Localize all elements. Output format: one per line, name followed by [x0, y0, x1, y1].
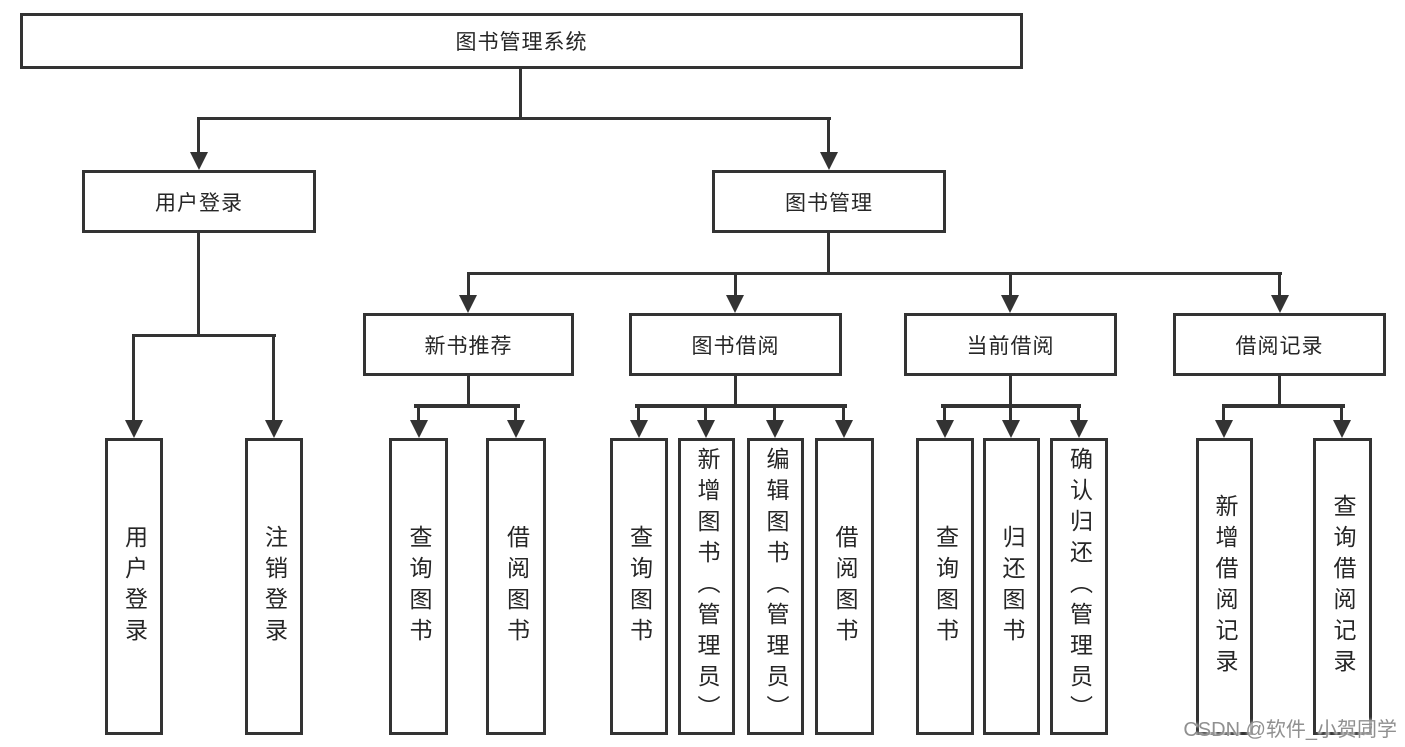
node-label: 图书借阅 [691, 334, 780, 358]
arrow-down-icon [125, 420, 143, 438]
arrow-down-icon [1333, 420, 1351, 438]
arrow-down-icon [265, 420, 283, 438]
connector-line [827, 233, 830, 274]
arrow-down-icon [1271, 295, 1289, 313]
node-label: 查询借阅记录 [1330, 493, 1356, 680]
node-label: 归还图书 [999, 524, 1025, 649]
connector-line [1009, 272, 1012, 298]
connector-line [637, 404, 640, 422]
node-login: 用户登录 [105, 438, 163, 735]
connector-line [1340, 404, 1343, 422]
connector-line [514, 404, 517, 422]
connector-line [1278, 376, 1281, 407]
connector-line [197, 117, 200, 155]
watermark: CSDN @软件_小贺同学 [1183, 719, 1397, 741]
node-label: 确认归还（管理员） [1066, 447, 1093, 726]
connector-line [734, 272, 737, 298]
connector-line [635, 404, 847, 408]
connector-line [1009, 376, 1012, 407]
arrow-down-icon [507, 420, 525, 438]
node-label: 新增借阅记录 [1212, 493, 1238, 680]
node-label: 查询图书 [626, 524, 653, 649]
node-label: 新增图书（管理员） [694, 447, 720, 726]
arrow-down-icon [820, 152, 838, 170]
connector-line [734, 376, 737, 407]
connector-line [1077, 404, 1080, 422]
arrow-down-icon [1215, 420, 1233, 438]
connector-line [943, 404, 946, 422]
node-book-borrow: 图书借阅 [629, 313, 842, 376]
node-query-book-b: 查询图书 [610, 438, 668, 735]
node-label: 查询图书 [932, 524, 959, 649]
node-edit-book-admin: 编辑图书（管理员） [747, 438, 804, 735]
arrow-down-icon [1001, 295, 1019, 313]
node-add-book-admin: 新增图书（管理员） [678, 438, 735, 735]
connector-line [1222, 404, 1225, 422]
arrow-down-icon [459, 295, 477, 313]
node-borrow-book-b: 借阅图书 [815, 438, 874, 735]
arrow-down-icon [190, 152, 208, 170]
connector-line [132, 334, 135, 422]
connector-line [704, 404, 707, 422]
node-new-book-rec: 新书推荐 [363, 313, 574, 376]
node-query-book-a: 查询图书 [389, 438, 448, 735]
arrow-down-icon [726, 295, 744, 313]
node-borrow-record: 借阅记录 [1173, 313, 1386, 376]
node-label: 注销登录 [261, 524, 288, 649]
connector-line [272, 334, 275, 422]
arrow-down-icon [630, 420, 648, 438]
node-root: 图书管理系统 [20, 13, 1023, 69]
node-return-book: 归还图书 [983, 438, 1040, 735]
connector-line [417, 404, 420, 422]
node-confirm-return-admin: 确认归还（管理员） [1050, 438, 1108, 735]
node-label: 借阅记录 [1235, 334, 1324, 358]
arrow-down-icon [766, 420, 784, 438]
arrow-down-icon [410, 420, 428, 438]
node-label: 新书推荐 [424, 334, 513, 358]
node-book-mgmt: 图书管理 [712, 170, 946, 233]
node-label: 查询图书 [406, 524, 432, 649]
connector-line [519, 69, 522, 118]
connector-line [842, 404, 845, 422]
connector-line [132, 334, 276, 337]
node-label: 借阅图书 [832, 524, 858, 649]
node-label: 图书管理系统 [455, 31, 588, 54]
connector-line [414, 404, 520, 408]
connector-line [197, 117, 831, 120]
arrow-down-icon [697, 420, 715, 438]
connector-line [773, 404, 776, 422]
connector-line [467, 272, 1282, 275]
node-borrow-book-a: 借阅图书 [486, 438, 546, 735]
connector-line [197, 233, 200, 336]
arrow-down-icon [936, 420, 954, 438]
connector-line [467, 272, 470, 298]
connector-line [1278, 272, 1281, 298]
arrow-down-icon [1070, 420, 1088, 438]
connector-line [1222, 404, 1345, 408]
node-query-book-c: 查询图书 [916, 438, 974, 735]
node-user-login: 用户登录 [82, 170, 316, 233]
node-label: 用户登录 [121, 524, 148, 649]
node-label: 图书管理 [785, 191, 873, 215]
node-label: 借阅图书 [503, 524, 530, 649]
node-add-borrow-record: 新增借阅记录 [1196, 438, 1253, 735]
node-label: 编辑图书（管理员） [763, 447, 789, 726]
node-query-borrow-record: 查询借阅记录 [1313, 438, 1372, 735]
connector-line [827, 117, 830, 155]
connector-line [1009, 404, 1012, 422]
node-label: 当前借阅 [966, 334, 1055, 358]
arrow-down-icon [835, 420, 853, 438]
arrow-down-icon [1002, 420, 1020, 438]
node-logout: 注销登录 [245, 438, 303, 735]
connector-line [467, 376, 470, 407]
node-label: 用户登录 [155, 191, 243, 215]
node-current-borrow: 当前借阅 [904, 313, 1117, 376]
